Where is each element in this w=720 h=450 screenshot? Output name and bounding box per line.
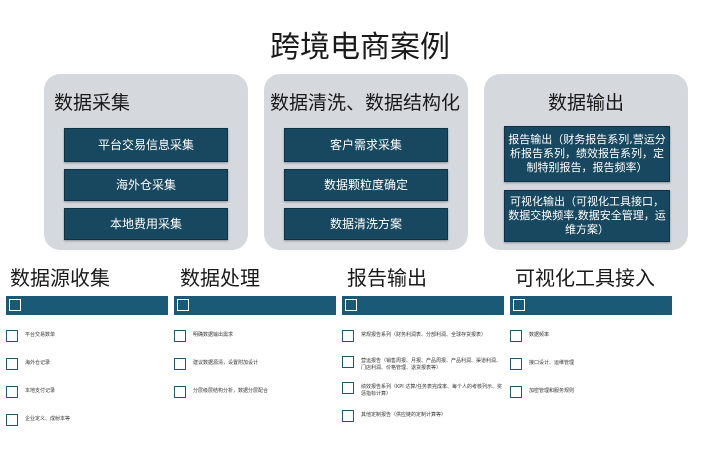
column-header-bar	[342, 296, 504, 315]
process-box: 数据颗粒度确定	[284, 169, 448, 201]
list-item: 接口设计、运维管理	[510, 358, 672, 370]
checkbox-icon[interactable]	[174, 330, 186, 342]
list-item: 常规报告系列（财务利润表、分部利润、全球存货报表）	[342, 330, 504, 342]
checkbox-icon[interactable]	[177, 299, 189, 311]
list-item: 本地支付记录	[6, 386, 168, 398]
checkbox-icon[interactable]	[342, 382, 354, 394]
checkbox-icon[interactable]	[9, 299, 21, 311]
checkbox-icon[interactable]	[510, 330, 522, 342]
checkbox-icon[interactable]	[6, 358, 18, 370]
list-item: 企业定义、成射本等	[6, 414, 168, 426]
list-item: 数据频率	[510, 330, 672, 342]
panel-data-cleaning: 数据清洗、数据结构化 客户需求采集 数据颗粒度确定 数据清洗方案	[264, 74, 468, 250]
panel-title: 数据清洗、数据结构化	[270, 92, 461, 114]
column-header-bar	[510, 296, 672, 315]
column-title-processing: 数据处理	[180, 266, 260, 290]
page-title: 跨境电商案例	[270, 30, 450, 65]
list-item: 绩效报告系列（KPI 达算/任务表完成率、每个人的考核列示、奖惩指标计算）	[342, 382, 504, 398]
panel-title: 数据输出	[548, 92, 625, 114]
process-box: 本地费用采集	[64, 208, 228, 240]
checkbox-icon[interactable]	[6, 414, 18, 426]
column-source: 平台交易数单 海外仓记录 本地支付记录 企业定义、成射本等	[6, 296, 168, 426]
process-box: 报告输出（财务报告系列,营运分析报告系列，绩效报告系列，定制特别报告，报告频率）	[504, 126, 670, 182]
column-title-visualization: 可视化工具接入	[515, 266, 655, 290]
process-box: 平台交易信息采集	[64, 128, 228, 162]
column-header-bar	[6, 296, 168, 315]
list-item: 平台交易数单	[6, 330, 168, 342]
checkbox-icon[interactable]	[174, 386, 186, 398]
list-item: 其他定制报告（供应链的定制计算等）	[342, 410, 504, 422]
list-item: 加密管理和服务规则	[510, 386, 672, 398]
column-report: 常规报告系列（财务利润表、分部利润、全球存货报表） 营运报告（销售周报、月报、产…	[342, 296, 504, 422]
list-item: 分层级层结构分析，数据分层配合	[174, 386, 336, 398]
list-item: 海外仓记录	[6, 358, 168, 370]
checkbox-icon[interactable]	[342, 410, 354, 422]
process-box: 客户需求采集	[284, 128, 448, 162]
list-item: 明确数据输出需求	[174, 330, 336, 342]
panel-data-collection: 数据采集 平台交易信息采集 海外仓采集 本地费用采集	[44, 74, 248, 250]
column-visualization: 数据频率 接口设计、运维管理 加密管理和服务规则	[510, 296, 672, 398]
checkbox-icon[interactable]	[345, 299, 357, 311]
column-header-bar	[174, 296, 336, 315]
list-item: 建议数据源清，设置附加设计	[174, 358, 336, 370]
checkbox-icon[interactable]	[342, 330, 354, 342]
checkbox-icon[interactable]	[510, 386, 522, 398]
list-item: 营运报告（销售周报、月报、产品周报、产品利润、渠道利润、门店利润、价格管理、退货…	[342, 356, 504, 372]
panel-data-output: 数据输出 报告输出（财务报告系列,营运分析报告系列，绩效报告系列，定制特别报告，…	[484, 74, 688, 250]
checkbox-icon[interactable]	[342, 356, 354, 368]
checkbox-icon[interactable]	[174, 358, 186, 370]
column-title-report: 报告输出	[347, 266, 427, 290]
checkbox-icon[interactable]	[6, 330, 18, 342]
column-processing: 明确数据输出需求 建议数据源清，设置附加设计 分层级层结构分析，数据分层配合	[174, 296, 336, 398]
process-box: 数据清洗方案	[284, 208, 448, 240]
process-box: 可视化输出（可视化工具接口，数据交换频率,数据安全管理，运维方案）	[504, 190, 670, 242]
checkbox-icon[interactable]	[510, 358, 522, 370]
checkbox-icon[interactable]	[6, 386, 18, 398]
checkbox-icon[interactable]	[513, 299, 525, 311]
panel-title: 数据采集	[54, 92, 131, 114]
process-box: 海外仓采集	[64, 169, 228, 201]
column-title-source: 数据源收集	[10, 266, 110, 290]
